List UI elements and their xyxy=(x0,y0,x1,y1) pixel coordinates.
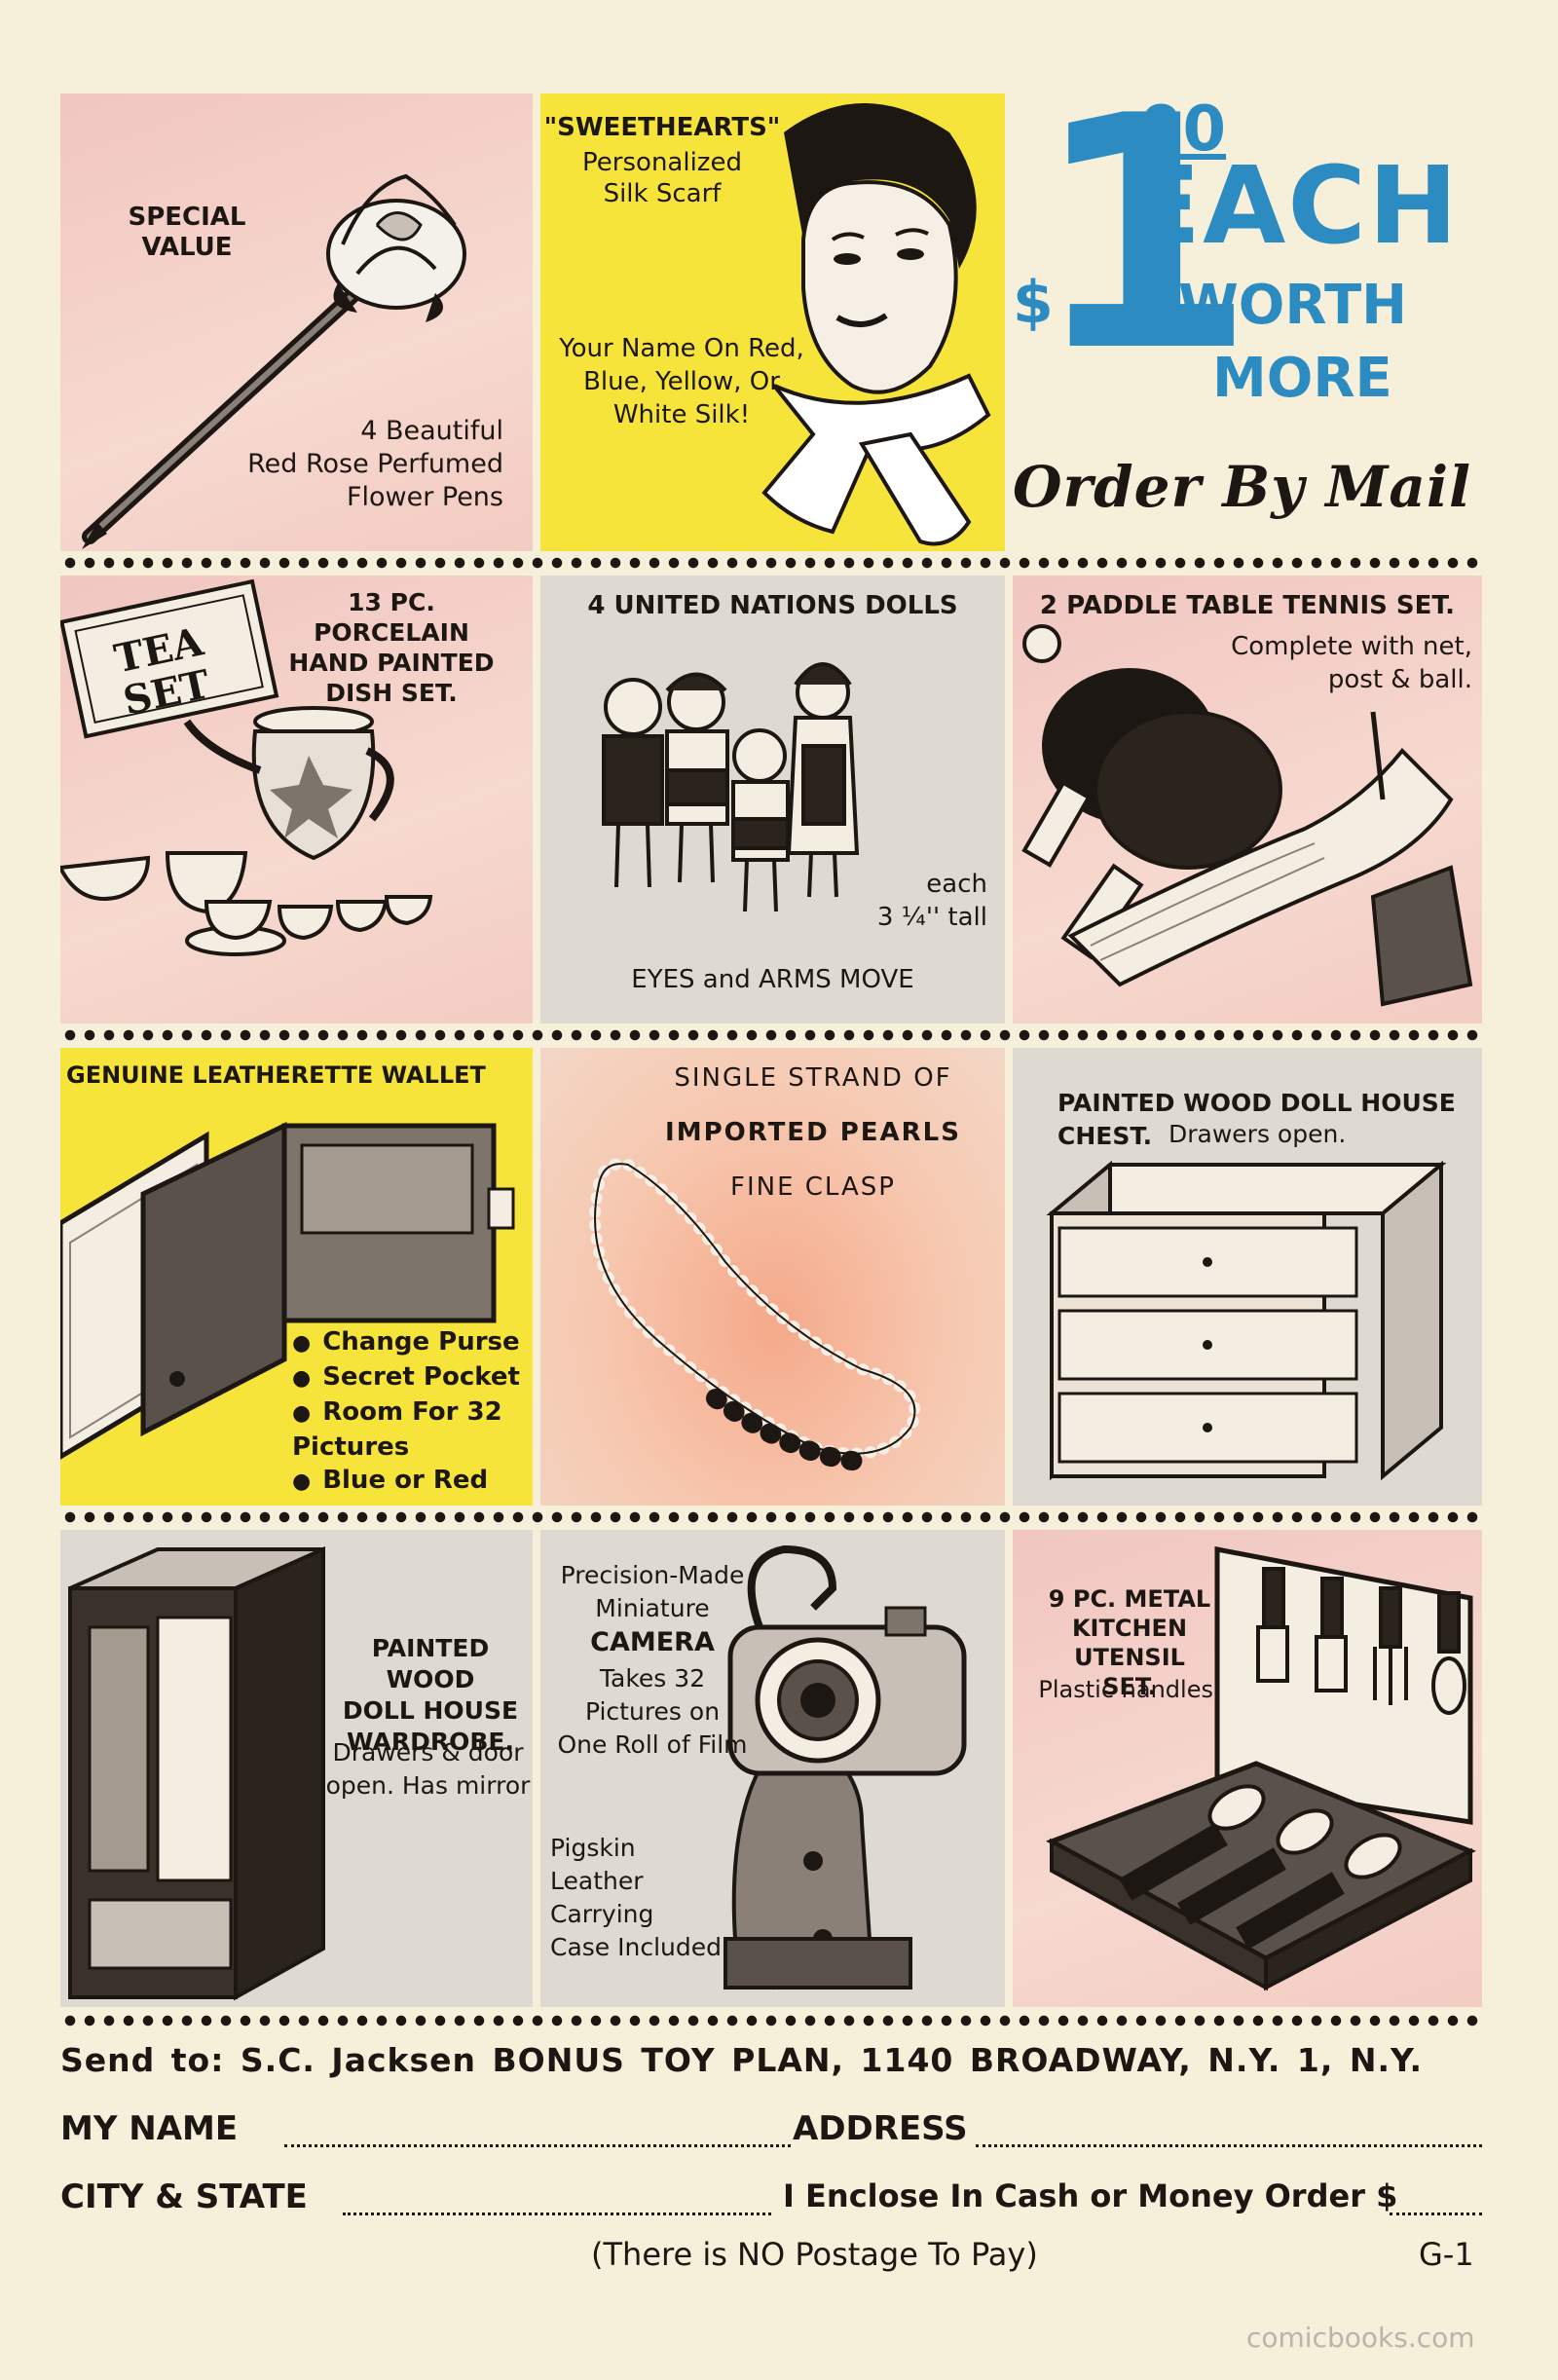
wallet-feature-item: Secret Pocket xyxy=(292,1360,526,1395)
kitchen-title: 9 PC. METAL KITCHEN UTENSIL SET. xyxy=(1048,1585,1211,1700)
price-cents: 00 xyxy=(1139,93,1227,166)
rose-pens-tag: SPECIAL VALUE xyxy=(128,203,246,263)
address-field[interactable] xyxy=(976,2144,1482,2147)
pearl-necklace-illustration xyxy=(589,1158,921,1471)
camera-pre: Precision-Made Miniature xyxy=(560,1561,745,1622)
tennis-illustration xyxy=(1021,624,1473,1007)
price-dollar: $ xyxy=(1013,269,1054,337)
price-worth: WORTH xyxy=(1178,274,1408,337)
chest-panel: PAINTED WOOD DOLL HOUSE CHEST. Drawers o… xyxy=(1013,1048,1482,1506)
pearls-line3: FINE CLASP xyxy=(730,1172,896,1202)
wardrobe-panel: PAINTED WOOD DOLL HOUSE WARDROBE. Drawer… xyxy=(60,1530,533,2007)
wallet-feature-item: Change Purse xyxy=(292,1325,526,1360)
wallet-feature-item: Room For 32 Pictures xyxy=(292,1395,526,1464)
divider-row-4 xyxy=(60,2014,1482,2027)
tea-set-sign: TEA SET xyxy=(110,618,214,725)
scarf-subtitle: Personalized Silk Scarf xyxy=(582,148,742,208)
wardrobe-illustration xyxy=(68,1545,325,2001)
dolls-illustration xyxy=(602,662,860,912)
name-label: MY NAME xyxy=(60,2109,239,2148)
tennis-title: 2 PADDLE TABLE TENNIS SET. xyxy=(1039,591,1456,620)
tea-set-title: 13 PC. PORCELAIN HAND PAINTED DISH SET. xyxy=(288,588,495,707)
rose-pens-desc: 4 Beautiful Red Rose Perfumed Flower Pen… xyxy=(247,416,503,512)
tennis-desc: Complete with net, post & ball. xyxy=(1231,632,1472,694)
city-state-label: CITY & STATE xyxy=(60,2177,308,2216)
dolls-title: 4 UNITED NATIONS DOLLS xyxy=(587,591,958,620)
tennis-panel: 2 PADDLE TABLE TENNIS SET. Complete with… xyxy=(1013,576,1482,1023)
wallet-features: Change Purse Secret Pocket Room For 32 P… xyxy=(292,1325,526,1499)
kitchen-panel: 9 PC. METAL KITCHEN UTENSIL SET. Plastic… xyxy=(1013,1530,1482,2007)
chest-title: PAINTED WOOD DOLL HOUSE CHEST. xyxy=(1057,1089,1456,1150)
camera-illustration xyxy=(723,1544,967,1990)
wardrobe-title: PAINTED WOOD DOLL HOUSE WARDROBE. xyxy=(342,1634,519,1756)
price-panel: $ 1 00 EACH WORTH MORE Order By Mail xyxy=(1013,93,1482,551)
city-state-field[interactable] xyxy=(343,2213,771,2215)
dolls-panel: 4 UNITED NATIONS DOLLS xyxy=(540,576,1005,1023)
enclose-label: I Enclose In Cash or Money Order $ xyxy=(783,2177,1398,2214)
camera-post: Takes 32 Pictures on One Roll of Film xyxy=(557,1664,748,1759)
postage-note: (There is NO Postage To Pay) xyxy=(591,2236,1038,2273)
rose-pens-panel: SPECIAL VALUE 4 Beautiful Red Rose Perfu… xyxy=(60,93,533,551)
rose-pen-illustration xyxy=(82,173,466,549)
kitchen-utensils-illustration xyxy=(1046,1545,1476,1991)
tea-set-illustration xyxy=(60,578,433,956)
ad-code: G-1 xyxy=(1419,2236,1474,2273)
price-each: EACH xyxy=(1128,143,1461,268)
chest-desc: Drawers open. xyxy=(1168,1120,1347,1148)
scarf-panel: "SWEETHEARTS" Personalized Silk Scarf Yo… xyxy=(540,93,1005,551)
price-one: 1 xyxy=(1032,93,1256,422)
pearls-line2: IMPORTED PEARLS xyxy=(665,1118,961,1147)
camera-name: CAMERA xyxy=(590,1627,715,1657)
wardrobe-desc: Drawers & door open. Has mirror xyxy=(325,1738,531,1800)
watermark: comicbooks.com xyxy=(1246,2322,1475,2354)
send-to-address: Send to: S.C. Jacksen BONUS TOY PLAN, 11… xyxy=(60,2041,1424,2079)
scarf-title: "SWEETHEARTS" xyxy=(543,113,781,142)
dolls-feature: EYES and ARMS MOVE xyxy=(631,965,914,994)
pearls-panel: SINGLE STRAND OF IMPORTED PEARLS FINE CL… xyxy=(540,1048,1005,1506)
divider-row-2 xyxy=(60,1028,1482,1042)
camera-panel: Precision-Made Miniature CAMERA Takes 32… xyxy=(540,1530,1005,2007)
divider-row-3 xyxy=(60,1510,1482,1524)
order-by-mail: Order By Mail xyxy=(1013,454,1472,520)
scarf-desc: Your Name On Red, Blue, Yellow, Or White… xyxy=(559,334,804,429)
amount-field[interactable] xyxy=(1390,2213,1482,2215)
camera-case: Pigskin Leather Carrying Case Included xyxy=(550,1834,723,1961)
wallet-title: GENUINE LEATHERETTE WALLET xyxy=(66,1061,486,1089)
wallet-panel: GENUINE LEATHERETTE WALLET Change Purse … xyxy=(60,1048,533,1506)
pearls-line1: SINGLE STRAND OF xyxy=(674,1063,952,1093)
dolls-size: each 3 ¼'' tall xyxy=(876,870,987,932)
tea-set-panel: TEA SET 13 PC. PORCELAIN HAND PAINTED DI… xyxy=(60,576,533,1023)
woman-scarf-illustration xyxy=(761,103,991,546)
divider-row-1 xyxy=(60,556,1482,570)
wallet-feature-item: Blue or Red xyxy=(292,1464,526,1499)
wallet-illustration xyxy=(60,1122,515,1460)
address-label: ADDRESS xyxy=(793,2109,968,2148)
kitchen-desc: Plastic handles. xyxy=(1038,1676,1221,1703)
mail-order-ad: SPECIAL VALUE 4 Beautiful Red Rose Perfu… xyxy=(60,93,1482,2273)
chest-illustration xyxy=(1046,1160,1447,1481)
name-field[interactable] xyxy=(284,2144,791,2147)
price-more: MORE xyxy=(1212,347,1392,410)
